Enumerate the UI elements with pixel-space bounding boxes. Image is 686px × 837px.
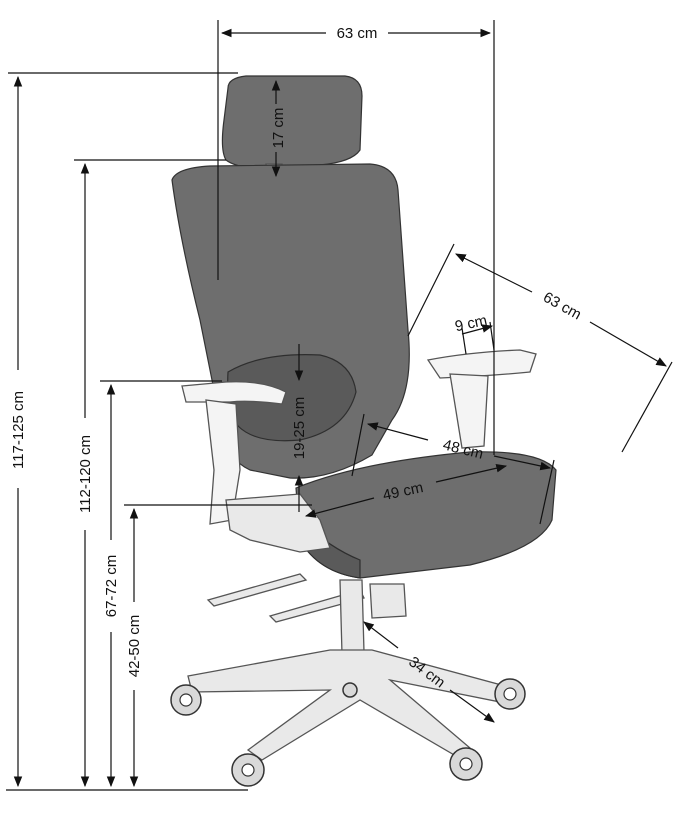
label-overall-width: 63 cm xyxy=(337,25,378,42)
label-backrest-top-height: 112-120 cm xyxy=(77,435,94,513)
label-armrest-height: 67-72 cm xyxy=(103,555,120,618)
left-armrest-pad xyxy=(181,381,287,405)
tilt-knob xyxy=(369,583,407,619)
seat-mechanism xyxy=(225,493,331,553)
adjust-lever-left xyxy=(206,573,308,607)
right-armrest-pad xyxy=(426,349,537,379)
label-headrest-height: 17 cm xyxy=(270,108,287,149)
headrest xyxy=(221,75,363,169)
label-seat-height: 42-50 cm xyxy=(126,615,143,678)
label-armrest-depth-diagonal: 63 cm xyxy=(540,289,584,324)
label-lumbar-range: 19-25 cm xyxy=(291,397,308,460)
label-armrest-pad-width: 9 cm xyxy=(453,312,488,335)
caster-wheels xyxy=(170,678,526,787)
dimension-lines xyxy=(6,20,673,791)
chair-illustration xyxy=(170,75,557,787)
gas-cylinder xyxy=(339,579,365,655)
label-total-height: 117-125 cm xyxy=(10,391,27,469)
right-armrest-post xyxy=(449,373,489,449)
